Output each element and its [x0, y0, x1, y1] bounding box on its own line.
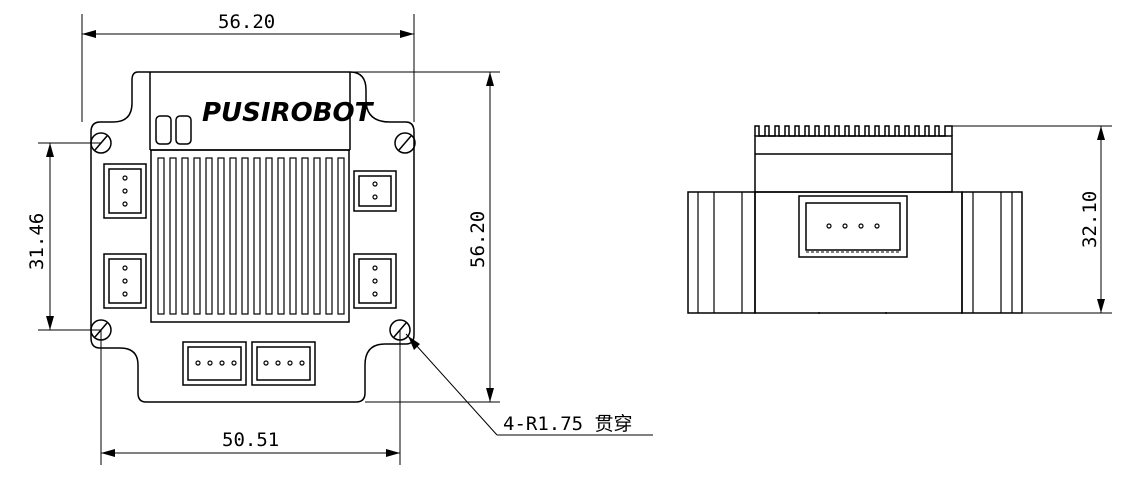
- side-left-flange: [687, 191, 756, 314]
- heat-sink-teeth: [754, 125, 953, 137]
- front-view: [90, 71, 416, 403]
- flange-lines: [697, 192, 1013, 313]
- dim-side-height: 32.10: [1079, 191, 1101, 248]
- side-connector-inner: [805, 202, 901, 251]
- side-connector-pins: [826, 223, 880, 229]
- connector-left-bottom: [103, 253, 147, 309]
- side-dimension-lines: [952, 125, 1112, 314]
- connector-pins: [122, 175, 378, 366]
- dim-left-hole-spacing: 31.46: [26, 213, 48, 270]
- dim-top-width: 56.20: [218, 11, 275, 33]
- heat-sink-frame: [150, 149, 350, 323]
- heat-sink-fins: [157, 157, 345, 315]
- connector-left-top: [103, 163, 147, 219]
- side-right-flange: [961, 191, 1023, 314]
- connector-bottom-left: [182, 341, 247, 386]
- side-dimension-arrows: [1097, 126, 1105, 313]
- front-dimension-lines: [38, 14, 653, 465]
- front-dimension-arrows: [46, 30, 494, 457]
- side-marks: [818, 312, 887, 314]
- led-slot-1: [155, 115, 172, 145]
- connector-right-bottom: [353, 253, 397, 309]
- side-upper-block: [754, 135, 953, 193]
- side-connector-outer: [798, 195, 908, 258]
- led-slot-2: [175, 115, 192, 145]
- hole-note: 4-R1.75 贯穿: [503, 413, 633, 435]
- connector-bottom-right: [251, 341, 316, 386]
- dim-bottom-hole-spacing: 50.51: [222, 429, 279, 451]
- side-view: [687, 125, 1023, 314]
- top-raised-block: [149, 72, 351, 150]
- brand-logo: PUSIROBOT: [202, 98, 375, 128]
- dim-right-height: 56.20: [467, 211, 489, 268]
- board-outline: [90, 71, 415, 403]
- connector-right-top: [353, 170, 397, 212]
